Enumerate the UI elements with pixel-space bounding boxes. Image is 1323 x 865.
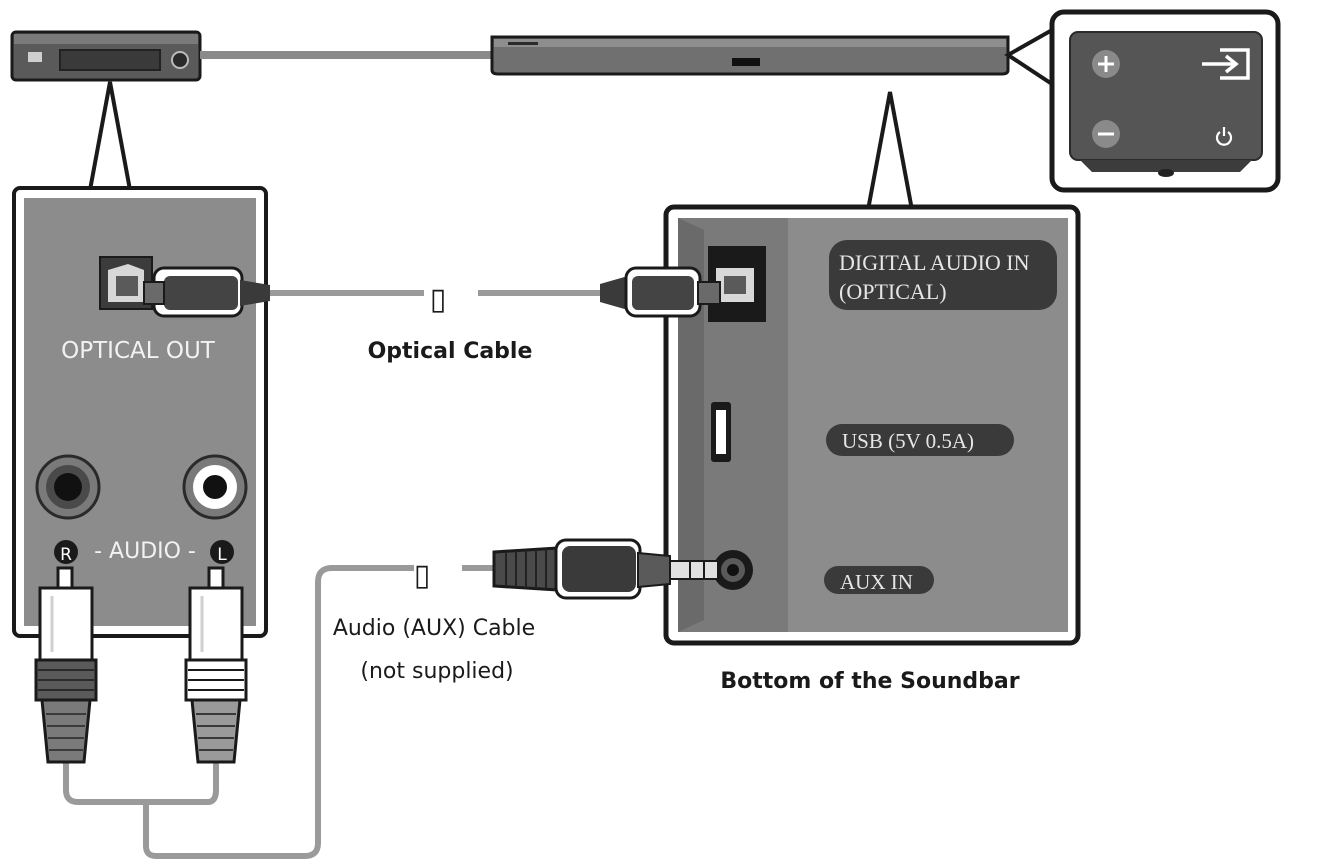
audio-label: - AUDIO - [94, 539, 196, 564]
rca-wire-merge [143, 565, 414, 859]
optical-plug-source [143, 266, 270, 318]
volume-up-icon [1092, 50, 1120, 78]
rca-plug-left [184, 566, 248, 764]
aux-plug [492, 538, 719, 600]
control-panel-callout [1004, 9, 1281, 193]
digital-audio-in-pill [829, 240, 1057, 310]
aux-in-label: AUX IN [840, 570, 913, 594]
digital-audio-in-label-line1: DIGITAL AUDIO IN [839, 250, 1030, 275]
soundbar-bottom-caption: Bottom of the Soundbar [720, 669, 1019, 694]
volume-down-icon [1092, 120, 1120, 148]
source-zoom-pointer [88, 81, 132, 191]
digital-audio-in-port [708, 246, 766, 322]
soundbar [490, 35, 1010, 76]
audio-right-badge-bg [54, 540, 78, 564]
optical-out-label: OPTICAL OUT [61, 338, 216, 364]
digital-audio-in-label-line2: (OPTICAL) [839, 279, 947, 304]
aux-gap-glyph: ▯ [414, 558, 431, 593]
source-input-icon [1202, 48, 1250, 80]
soundbar-zoom-pointer [866, 91, 914, 211]
power-icon [1215, 127, 1233, 146]
source-back-panel [12, 186, 268, 638]
audio-left-badge-bg [210, 540, 234, 564]
usb-pill [826, 424, 1014, 456]
aux-cable-label: Audio (AUX) Cable [333, 616, 535, 641]
aux-in-pill [824, 566, 934, 594]
optical-plug-soundbar [600, 266, 721, 318]
aux-in-port [713, 550, 753, 590]
audio-jack-right [35, 454, 101, 520]
usb-label: USB (5V 0.5A) [842, 429, 974, 453]
audio-jack-left [182, 454, 248, 520]
audio-left-badge: L [217, 545, 227, 565]
source-device [10, 30, 202, 82]
usb-port [711, 402, 731, 462]
rca-wire-right [63, 760, 219, 805]
aux-cable-note: (not supplied) [360, 659, 513, 684]
rca-plug-right [34, 566, 98, 764]
audio-right-badge: R [60, 545, 72, 565]
optical-cable-label: Optical Cable [368, 339, 533, 364]
optical-gap-glyph: ▯ [430, 282, 447, 317]
